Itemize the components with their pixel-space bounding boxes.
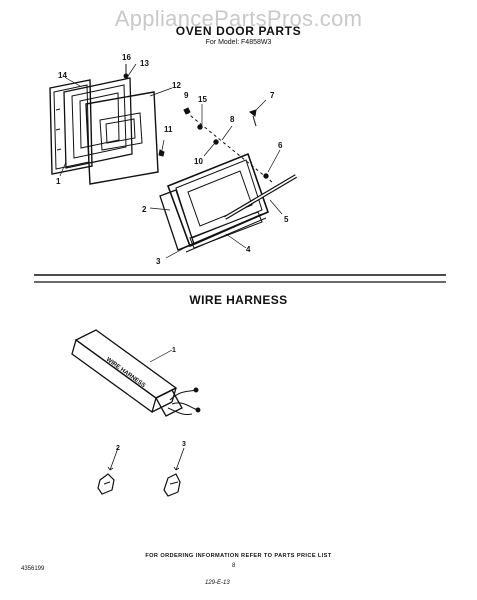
callout-10: 10 xyxy=(194,157,203,166)
part-number: 4356199 xyxy=(21,566,45,572)
outer-door-2 xyxy=(159,152,269,253)
terminal-2 xyxy=(97,447,119,495)
door-inner-panel-14 xyxy=(49,79,93,175)
harness-callout-2: 2 xyxy=(116,445,120,452)
screw-11 xyxy=(158,149,165,157)
watermark: AppliancePartsPros.com xyxy=(114,6,363,31)
ordering-note: FOR ORDERING INFORMATION REFER TO PARTS … xyxy=(145,553,332,559)
callout-14: 14 xyxy=(58,71,67,80)
callout-2: 2 xyxy=(142,205,147,214)
callout-15: 15 xyxy=(198,95,207,104)
door-liner-12 xyxy=(85,91,159,185)
callout-9: 9 xyxy=(184,91,189,100)
screw-16 xyxy=(123,64,129,79)
callout-6: 6 xyxy=(278,141,283,150)
model-subtitle: For Model: F4858W3 xyxy=(205,39,272,46)
callout-11: 11 xyxy=(164,125,173,134)
callout-12: 12 xyxy=(172,81,181,90)
callout-13: 13 xyxy=(140,59,149,68)
door-handle-5 xyxy=(223,174,298,220)
harness-callout-1: 1 xyxy=(172,347,176,354)
oven-door-title: OVEN DOOR PARTS xyxy=(175,24,302,38)
callout-7: 7 xyxy=(270,91,275,100)
callout-8: 8 xyxy=(230,115,235,124)
terminal-3 xyxy=(163,447,185,497)
callout-3: 3 xyxy=(156,257,161,266)
screw-9 xyxy=(183,107,191,115)
page-number: 8 xyxy=(232,563,236,569)
wire-harness-title: WIRE HARNESS xyxy=(189,293,288,307)
callout-1: 1 xyxy=(56,177,61,186)
callout-5: 5 xyxy=(284,215,289,224)
wire-harness-package xyxy=(71,329,201,417)
door-glass-frame-13 xyxy=(63,77,133,169)
document-code: 129-E-13 xyxy=(205,580,230,586)
callout-16: 16 xyxy=(122,53,131,62)
screw-7 xyxy=(248,109,257,127)
harness-callout-3: 3 xyxy=(182,441,186,448)
callout-4: 4 xyxy=(246,245,251,254)
